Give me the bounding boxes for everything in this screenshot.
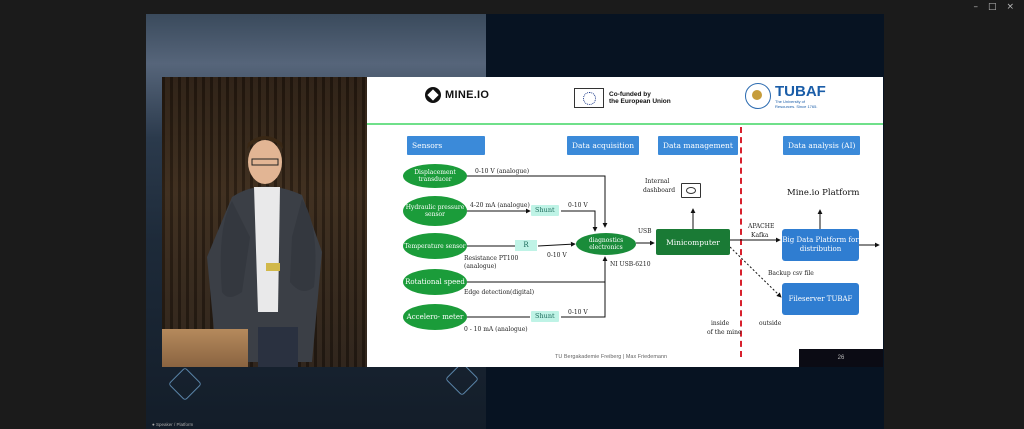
label-l7: 0 - 10 mA (analogue) — [464, 326, 528, 333]
maximize-icon[interactable]: □ — [987, 2, 997, 12]
label-inside-1: inside — [711, 320, 730, 327]
mineio-logo-icon — [425, 87, 441, 103]
diagnostics-electronics: diagnostics electronics — [576, 233, 636, 255]
diagram-connectors — [467, 175, 880, 318]
sensor-hydraulic: Hydraulic pressure sensor — [403, 196, 467, 226]
label-l4a: Resistance PT100 — [464, 255, 519, 262]
fileserver-box: Fileserver TUBAF — [782, 283, 859, 315]
label-l2: 4-20 mA (analogue) — [470, 202, 530, 209]
hexagon-icon — [168, 367, 202, 401]
floor-decoration — [166, 362, 486, 429]
big-data-platform-box: Big Data Platform for distribution — [782, 229, 859, 261]
label-internal-1: Internal — [645, 178, 670, 185]
shunt-box-1: Shunt — [531, 205, 559, 216]
speaker-figure — [207, 136, 322, 367]
tubaf-seal-icon — [745, 83, 771, 109]
header-analysis: Data analysis (AI) — [783, 136, 861, 155]
sensor-rotational: Rotational speed — [403, 269, 467, 295]
label-backup: Backup csv file — [768, 270, 814, 277]
speaker-video — [162, 77, 368, 367]
tubaf-logo: TUBAF The University of Resources. Since… — [745, 83, 826, 109]
eu-flag-icon — [574, 88, 604, 108]
label-apache-1: APACHE — [748, 223, 775, 230]
resistor-box: R — [515, 240, 537, 251]
mineio-logo: MINE.IO — [425, 87, 489, 103]
platform-title: Mine.io Platform — [787, 188, 860, 198]
minimize-icon[interactable]: – — [973, 2, 978, 12]
label-internal-2: dashboard — [643, 187, 676, 194]
sensor-accelerometer: Accelero- meter — [403, 304, 467, 330]
sensor-displacement: Displacement transducer — [403, 164, 467, 188]
slide-footer: TU Bergakademie Freiberg | Max Friedeman… — [555, 354, 668, 360]
label-l5: Edge detection(digital) — [464, 289, 535, 296]
dashboard-monitor-icon — [681, 183, 701, 198]
close-icon[interactable]: × — [1006, 2, 1014, 12]
hexagon-icon — [445, 362, 479, 396]
page-number: 26 — [799, 349, 883, 367]
label-l1: 0-10 V (analogue) — [475, 168, 530, 175]
presentation-slide: MINE.IO Co-funded by the European Union … — [367, 77, 883, 367]
window-controls: – □ × — [973, 0, 1024, 16]
label-ni: NI USB-6210 — [610, 261, 651, 268]
minicomputer-box: Minicomputer — [656, 229, 730, 255]
header-acquisition: Data acquisition — [567, 136, 640, 155]
eu-logo: Co-funded by the European Union — [574, 88, 671, 108]
label-l3a: 0-10 V — [568, 202, 588, 209]
participant-label: ● Speaker / Platform — [152, 422, 194, 427]
label-inside-2: of the mine — [707, 329, 742, 336]
header-divider — [367, 123, 883, 125]
podium — [162, 329, 248, 367]
label-l6: 0-10 V — [568, 309, 588, 316]
shunt-box-2: Shunt — [531, 311, 559, 322]
header-management: Data management — [658, 136, 738, 155]
sensor-temperature: Temperature sensor — [403, 233, 467, 259]
label-usb: USB — [638, 228, 652, 235]
label-apache-2: Kafka — [751, 232, 769, 239]
label-l4b: (analogue) — [464, 263, 497, 270]
label-outside: outside — [759, 320, 782, 327]
mine-boundary-line — [740, 127, 742, 357]
header-sensors: Sensors — [407, 136, 485, 155]
label-l4c: 0-10 V — [547, 252, 567, 259]
